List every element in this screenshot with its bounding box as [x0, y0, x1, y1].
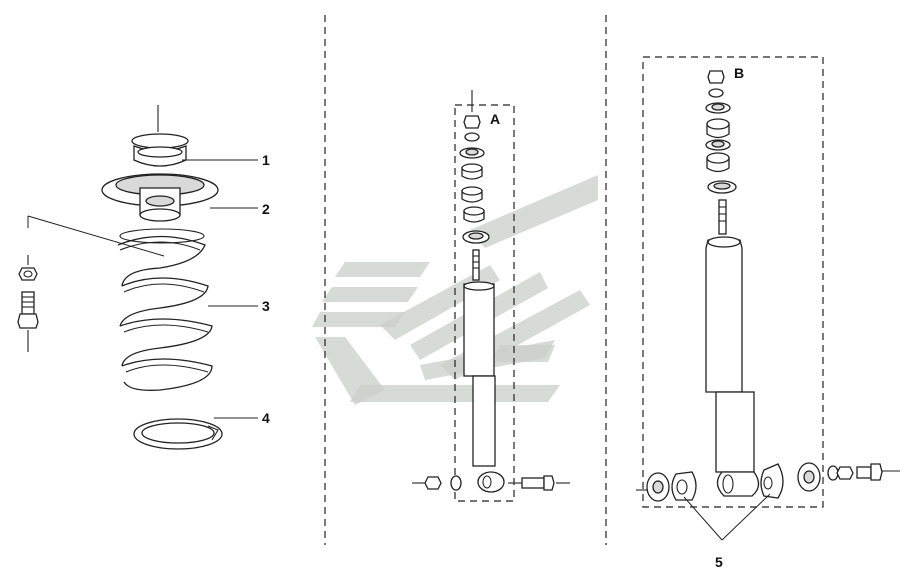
detail-box-b [642, 56, 824, 508]
callout-1: 1 [262, 152, 270, 168]
shock-absorber-a [412, 90, 570, 502]
coil-spring-part-3 [117, 228, 213, 391]
callout-a: A [490, 111, 500, 127]
top-mount-part-1 [131, 133, 189, 167]
callout-4: 4 [262, 410, 270, 426]
detail-box-a [454, 104, 515, 502]
spring-seat-part-2 [101, 173, 219, 222]
bolt-and-nut [17, 255, 39, 352]
spring-assembly [17, 105, 258, 450]
callout-5: 5 [715, 554, 723, 570]
spring-pad-part-4 [133, 418, 223, 450]
callout-2: 2 [262, 201, 270, 217]
callout-3: 3 [262, 298, 270, 314]
shock-absorber-b [636, 56, 900, 541]
callout-b: B [734, 65, 744, 81]
